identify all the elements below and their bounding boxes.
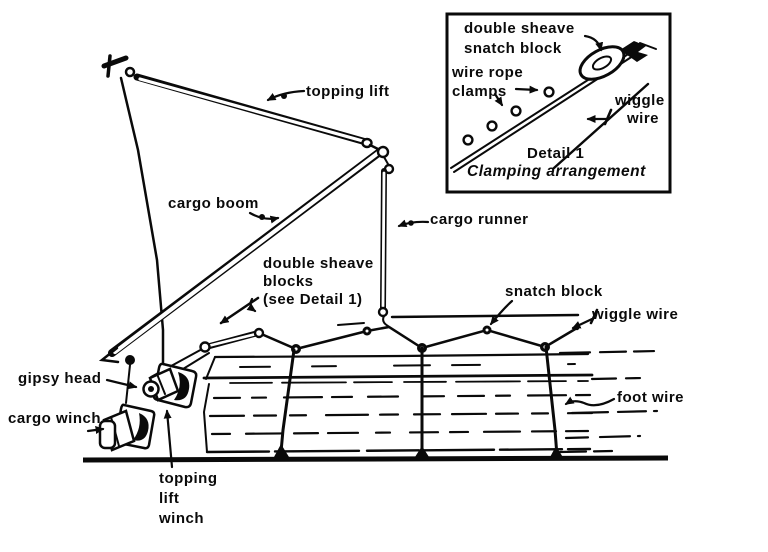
wiggle-wire-run — [150, 325, 580, 386]
inset-wire-rope-line1: wire rope — [452, 64, 524, 81]
mast — [101, 54, 165, 384]
cargo-runner-fall — [377, 168, 389, 327]
inset-wire-rope-line2: clamps — [452, 83, 507, 100]
inset-wiggle-wire-label-line1: wiggle — [615, 92, 665, 109]
deck-line — [82, 455, 669, 463]
topping-lift-winch-line3: winch — [159, 510, 205, 527]
cargo-winch-arrow — [86, 426, 105, 434]
foot-wire-label: foot wire — [617, 389, 684, 406]
wire-rope-clamps-icons — [462, 86, 555, 146]
double-sheave-blocks-label: double sheave blocks (see Detail 1) — [263, 255, 374, 309]
cargo-winch-label: cargo winch — [8, 410, 102, 427]
inset-wire-rope-clamps-label: wire rope clamps — [452, 63, 523, 101]
topping-lift-label: topping lift — [306, 83, 390, 100]
topping-lift-winch-label: topping lift winch — [159, 469, 217, 529]
label-arrows — [86, 89, 616, 469]
cargo-winch-drawing — [98, 403, 156, 452]
double-sheave-blocks-icon — [199, 327, 265, 353]
double-sheave-blocks-line1: double sheave — [263, 255, 374, 272]
inset-wiggle-wire-line — [552, 82, 650, 170]
topping-lift-winch-line1: topping — [159, 470, 218, 487]
inset-clamps-arrow-right — [514, 85, 539, 94]
heel-block-icon — [125, 355, 135, 365]
cargo-boom-label: cargo boom — [168, 195, 259, 212]
detail-inset-drawing — [445, 12, 672, 194]
cargo-boom-bar — [98, 145, 395, 364]
snatch-block-arrow — [489, 299, 514, 326]
gipsy-head-arrow — [105, 378, 138, 390]
wiggle-wire-label: wiggle wire — [592, 306, 679, 323]
cargo-stack — [202, 313, 660, 454]
inset-wiggle-flag — [603, 108, 613, 126]
inset-dssb-line1: double sheave — [464, 20, 575, 37]
inset-clamps-arrow-down — [493, 92, 504, 107]
masthead-eye-icon — [124, 66, 136, 78]
double-sheave-blocks-arrow-short — [246, 297, 257, 313]
inset-snatch-block-icon — [578, 41, 657, 81]
double-sheave-blocks-line2: blocks — [263, 273, 314, 290]
topping-lift-winch-arrow — [163, 409, 174, 469]
foot-wire-arrow — [564, 396, 616, 407]
inset-border — [445, 12, 672, 194]
topping-lift-span — [133, 73, 382, 152]
inset-detail-title: Detail 1 — [527, 145, 585, 162]
boom-heel-tip — [98, 346, 120, 364]
inset-wiggle-wire-label-line2: wire — [627, 110, 660, 127]
topping-lift-winch-line2: lift — [159, 490, 180, 507]
cargo-runner-label: cargo runner — [430, 211, 529, 228]
runner-lower-block-icon — [377, 306, 389, 318]
foot-wires — [274, 345, 564, 459]
inset-double-sheave-snatch-block-label: double sheave snatch block — [464, 19, 575, 59]
inset-snatch-block-arrow — [583, 34, 604, 52]
gipsy-head-label: gipsy head — [18, 370, 102, 387]
double-sheave-blocks-line3: (see Detail 1) — [263, 291, 363, 308]
snatch-block-label: snatch block — [505, 283, 603, 300]
inset-detail-subtitle: Clamping arrangement — [467, 163, 646, 180]
wiggle-wire-arrow — [571, 317, 594, 330]
topping-lift-winch-drawing — [125, 355, 198, 409]
inset-dssb-line2: snatch block — [464, 40, 562, 57]
double-sheave-blocks-arrow — [219, 296, 260, 325]
boom-head-block-icon — [376, 145, 390, 159]
